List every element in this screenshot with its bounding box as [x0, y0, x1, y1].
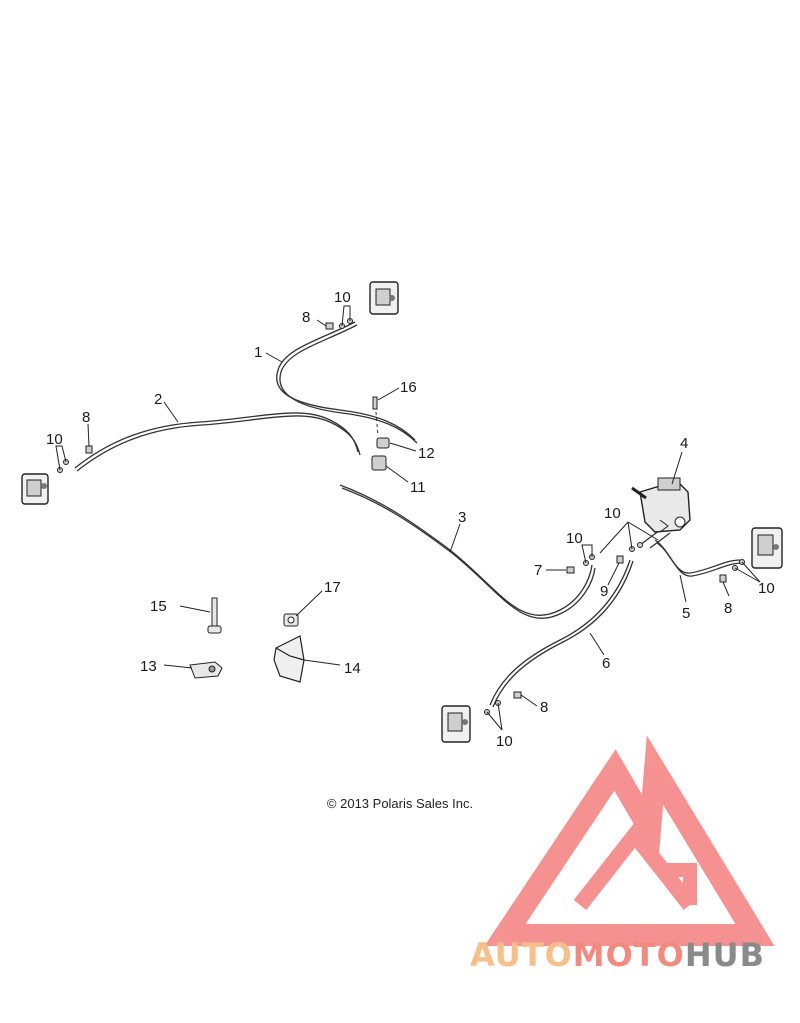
master-cylinder — [631, 477, 691, 533]
callout-2: 2 — [154, 391, 162, 408]
push-rivet-15 — [207, 597, 222, 634]
callout-10-front-right: 10 — [334, 289, 351, 306]
callout-5: 5 — [682, 605, 690, 622]
caliper-rear-right — [751, 527, 783, 569]
callout-10-master: 10 — [604, 505, 621, 522]
callout-10-rear-left: 10 — [496, 733, 513, 750]
callout-14: 14 — [344, 660, 361, 677]
brake-line-1 — [276, 321, 416, 441]
callout-6: 6 — [602, 655, 610, 672]
brake-lines — [74, 321, 743, 708]
callout-1: 1 — [254, 344, 262, 361]
callout-10-front-left: 10 — [46, 431, 63, 448]
callout-7: 7 — [534, 562, 542, 579]
caliper-rear-left — [441, 705, 471, 743]
callout-15: 15 — [150, 598, 167, 615]
callout-4: 4 — [680, 435, 688, 452]
caliper-front-right — [369, 281, 399, 315]
callout-8-front-right: 8 — [302, 309, 310, 326]
callout-3: 3 — [458, 509, 466, 526]
fasteners — [57, 318, 745, 715]
callout-10-center: 10 — [566, 530, 583, 547]
callout-10-rear-right: 10 — [758, 580, 775, 597]
automotohub-logo-icon — [484, 735, 775, 946]
leader-lines — [55, 305, 761, 731]
callout-9: 9 — [600, 583, 608, 600]
callout-8-front-left: 8 — [82, 409, 90, 426]
callout-labels: 1 2 3 4 5 6 7 8 8 8 8 9 10 10 10 10 10 1… — [46, 289, 775, 750]
callout-12: 12 — [418, 445, 435, 462]
copyright-notice: © 2013 Polaris Sales Inc. — [326, 796, 474, 811]
brand-part-auto: AUTO — [470, 936, 573, 974]
brand-part-moto: MOTO — [572, 936, 685, 974]
brake-line-5 — [654, 539, 741, 574]
nut-17 — [283, 613, 299, 627]
callout-17: 17 — [324, 579, 341, 596]
callout-8-rear-left: 8 — [540, 699, 548, 716]
bracket-14 — [273, 635, 305, 683]
caliper-front-left — [21, 473, 49, 505]
cable-clip-13 — [189, 661, 223, 679]
callout-11: 11 — [410, 479, 426, 496]
brand-part-hub: HUB — [684, 936, 766, 974]
brake-line-2 — [74, 412, 359, 469]
brake-line-6 — [489, 559, 631, 706]
callout-16: 16 — [400, 379, 417, 396]
brand-wordmark: AUTOMOTOHUB — [470, 936, 800, 986]
brake-line-3 — [339, 484, 593, 616]
callout-13: 13 — [140, 658, 157, 675]
callout-8-rear-right: 8 — [724, 600, 732, 617]
